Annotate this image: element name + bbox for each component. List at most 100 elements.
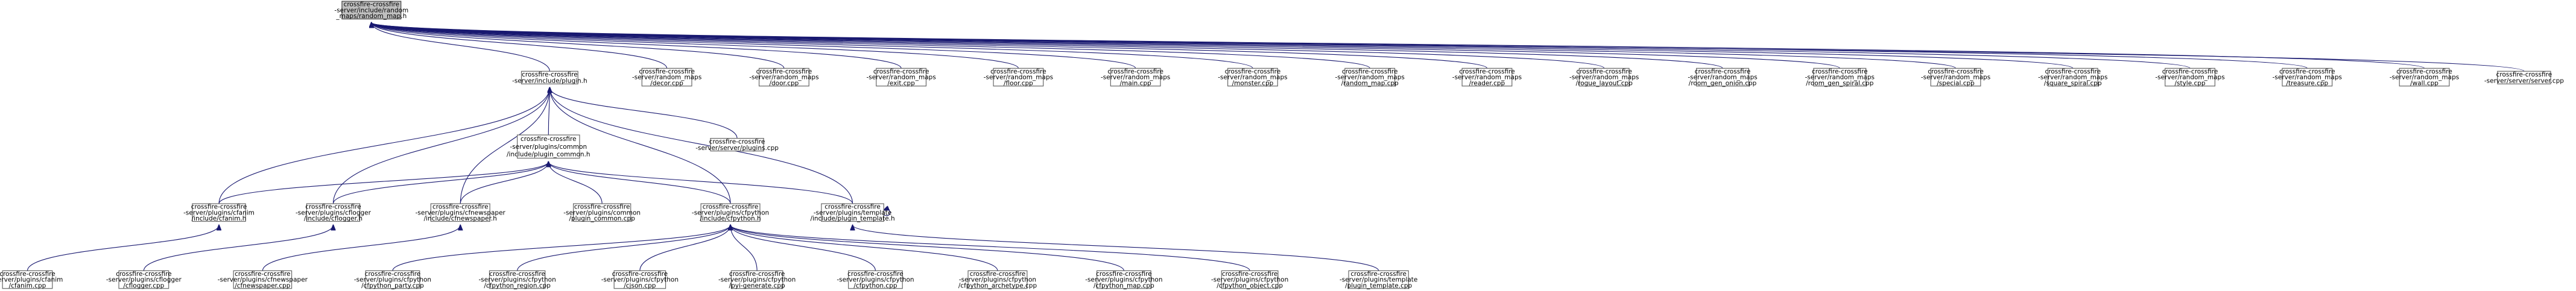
graph-node-cfpython-cpp[interactable]: crossfire-crossfire-server/plugins/cfpyt…	[837, 271, 914, 290]
graph-node-cfanim-cpp[interactable]: crossfire-crossfire-server/plugins/cfani…	[0, 271, 63, 290]
dependency-edge	[392, 225, 730, 271]
graph-node-rogue-layout[interactable]: crossfire-crossfire-server/random_maps/r…	[1569, 67, 1639, 87]
graph-node-floor[interactable]: crossfire-crossfire-server/random_maps/f…	[984, 67, 1053, 87]
dependency-edge	[372, 23, 1253, 69]
graph-node-wall[interactable]: crossfire-crossfire-server/random_maps/w…	[2390, 67, 2459, 87]
graph-node-cfnewspaper-cpp[interactable]: crossfire-crossfire-server/plugins/cfnew…	[218, 271, 308, 290]
node-label-line: crossfire-crossfire	[970, 271, 1026, 278]
graph-node-cfnewspaper-h[interactable]: crossfire-crossfire-server/plugins/cfnew…	[416, 204, 506, 223]
node-box	[1578, 67, 1630, 87]
dependency-edge	[884, 210, 891, 216]
node-label-line: /wall.cpp	[2410, 80, 2438, 87]
node-box	[1930, 67, 1981, 87]
node-box	[1696, 67, 1750, 87]
node-box	[2, 270, 53, 289]
node-label-line: crossfire-crossfire	[729, 271, 785, 278]
dependency-edge	[460, 162, 548, 204]
node-label-line: -server/random_maps	[1569, 74, 1639, 81]
node-label-line: crossfire-crossfire	[873, 68, 929, 75]
graph-node-random-map-h[interactable]: crossfire-crossfire-server/include/rando…	[334, 1, 408, 20]
dependency-edge	[372, 23, 1019, 69]
node-label-line: crossfire-crossfire	[1459, 68, 1515, 75]
node-label-line: crossfire-crossfire	[1695, 68, 1751, 75]
node-box	[1221, 270, 1279, 289]
node-box	[967, 270, 1028, 289]
node-label-line: /cfpython_map.cpp	[1093, 282, 1154, 289]
dependency-edge	[372, 23, 2191, 69]
graph-node-treasure[interactable]: crossfire-crossfire-server/random_maps/t…	[2273, 67, 2342, 87]
graph-node-room-gen-onion[interactable]: crossfire-crossfire-server/random_maps/r…	[1688, 67, 1758, 87]
node-label-line: crossfire-crossfire	[2279, 68, 2335, 75]
graph-node-main[interactable]: crossfire-crossfire-server/random_maps/m…	[1101, 67, 1170, 87]
node-label-line: -server/plugins/cfpython	[354, 277, 431, 284]
graph-node-plugin-template-h[interactable]: crossfire-crossfire-server/plugins/templ…	[810, 204, 894, 223]
dependency-edge	[372, 23, 1370, 69]
graph-node-cflogger-cpp[interactable]: crossfire-crossfire-server/plugins/cflog…	[106, 271, 182, 290]
graph-node-cfanim-h[interactable]: crossfire-crossfire-server/plugins/cfani…	[183, 204, 255, 223]
node-label-line: -server/server/server.cpp	[2484, 78, 2564, 85]
node-box	[2165, 67, 2215, 87]
graph-node-cfpython-archetype[interactable]: crossfire-crossfire-server/plugins/cfpyt…	[958, 271, 1037, 290]
graph-node-reader[interactable]: crossfire-crossfire-server/random_maps/r…	[1452, 67, 1522, 87]
dependency-edge	[730, 225, 998, 271]
graph-node-plugin-common-cpp[interactable]: crossfire-crossfire-server/plugins/commo…	[563, 204, 641, 223]
node-label-line: crossfire-crossfire	[2396, 68, 2452, 75]
node-label-line: -server/random_maps	[1101, 74, 1170, 81]
graph-node-cflogger-h[interactable]: crossfire-crossfire-server/plugins/cflog…	[296, 204, 372, 223]
node-label-line: crossfire-crossfire	[1225, 68, 1281, 75]
graph-node-cfpython-map[interactable]: crossfire-crossfire-server/plugins/cfpyt…	[1085, 271, 1162, 290]
node-label-line: crossfire-crossfire	[612, 271, 668, 278]
graph-node-pyi-generate[interactable]: crossfire-crossfire-server/plugins/cfpyt…	[718, 271, 796, 290]
node-label-line: -server/plugins/cflogger	[296, 209, 372, 216]
graph-node-cfpython-h[interactable]: crossfire-crossfire-server/plugins/cfpyt…	[692, 204, 769, 223]
graph-node-plugins-cpp[interactable]: crossfire-crossfire-server/server/plugin…	[695, 138, 779, 152]
graph-node-special[interactable]: crossfire-crossfire-server/random_maps/s…	[1921, 67, 1990, 87]
node-label-line: /include/cfanim.h	[192, 215, 247, 222]
node-label-line: crossfire-crossfire	[756, 68, 812, 75]
node-label-line: -server/include/plugin.h	[512, 78, 587, 85]
node-box	[517, 134, 580, 159]
node-label-line: -server/random_maps	[749, 74, 818, 81]
node-label-line: -server/plugins/cfpython	[837, 277, 914, 284]
graph-node-random-map-cpp[interactable]: crossfire-crossfire-server/random_maps/r…	[1335, 67, 1405, 87]
node-box	[430, 203, 490, 222]
dependency-edge	[730, 225, 1124, 271]
graph-node-server-cpp[interactable]: crossfire-crossfire-server/server/server…	[2484, 70, 2564, 85]
graph-node-style[interactable]: crossfire-crossfire-server/random_maps/s…	[2155, 67, 2225, 87]
node-label-line: /random_map.cpp	[1341, 80, 1399, 87]
dependency-edge	[372, 23, 668, 69]
node-label-line: -server/random_maps	[1688, 74, 1757, 81]
graph-node-plugin-h[interactable]: crossfire-crossfire-server/include/plugi…	[512, 70, 587, 85]
graph-node-room-gen-spiral[interactable]: crossfire-crossfire-server/random_maps/r…	[1805, 67, 1875, 87]
node-label-line: /main.cpp	[1120, 80, 1152, 87]
node-label-line: crossfire-crossfire	[639, 68, 695, 75]
graph-node-exit[interactable]: crossfire-crossfire-server/random_maps/e…	[866, 67, 936, 87]
node-label-line: crossfire-crossfire	[305, 204, 361, 211]
graph-node-door[interactable]: crossfire-crossfire-server/random_maps/d…	[749, 67, 819, 87]
graph-node-cfpython-party[interactable]: crossfire-crossfire-server/plugins/cfpyt…	[354, 271, 431, 290]
dependency-edge	[372, 23, 2425, 69]
graph-node-cjson[interactable]: crossfire-crossfire-server/plugins/cfpyt…	[601, 271, 679, 290]
dependency-edge	[549, 87, 738, 139]
dependency-edge	[372, 23, 1957, 69]
dependency-edge	[639, 225, 730, 271]
node-label-line: /cfpython_region.cpp	[484, 282, 551, 289]
graph-node-monster[interactable]: crossfire-crossfire-server/random_maps/m…	[1218, 67, 1288, 87]
dependency-edge	[372, 23, 1723, 69]
node-label-line: /cfpython_object.cpp	[1217, 282, 1283, 289]
node-label-line: /decor.cpp	[650, 80, 683, 87]
graph-node-plugin-template-cpp[interactable]: crossfire-crossfire-server/plugins/templ…	[1340, 271, 1417, 290]
node-box	[341, 1, 402, 20]
node-label-line: -server/random_maps	[1452, 74, 1522, 81]
node-label-line: /reader.cpp	[1469, 80, 1505, 87]
graph-node-plugin-common-h[interactable]: crossfire-crossfire-server/plugins/commo…	[507, 134, 590, 159]
node-label-line: /include/cfnewspaper.h	[424, 215, 497, 222]
node-label-line: crossfire-crossfire	[1222, 271, 1278, 278]
graph-node-cfpython-region[interactable]: crossfire-crossfire-server/plugins/cfpyt…	[479, 271, 556, 290]
graph-node-square-spiral[interactable]: crossfire-crossfire-server/random_maps/s…	[2038, 67, 2107, 87]
node-label-line: -server/random_maps	[1335, 74, 1405, 81]
node-box	[1110, 67, 1161, 87]
graph-node-cfpython-object[interactable]: crossfire-crossfire-server/plugins/cfpyt…	[1211, 271, 1288, 290]
graph-node-decor[interactable]: crossfire-crossfire-server/random_maps/d…	[632, 67, 701, 87]
